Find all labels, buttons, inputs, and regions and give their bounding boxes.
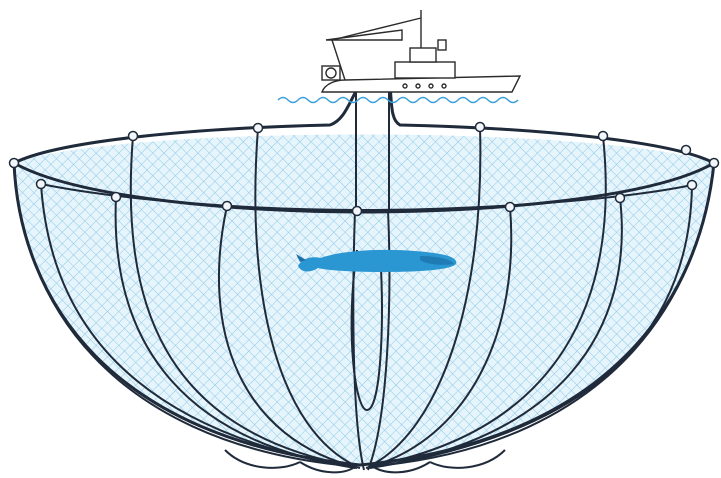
rim-float [682, 146, 691, 155]
water-wave [398, 98, 418, 103]
water-wave [498, 98, 518, 103]
rim-float [112, 193, 121, 202]
water-wave [318, 98, 338, 103]
rim-float [353, 207, 362, 216]
rim-float [710, 159, 719, 168]
boat-funnel [438, 40, 446, 50]
rim-float [599, 132, 608, 141]
water-wave [438, 98, 458, 103]
boat-reel [326, 68, 336, 78]
water-wave [478, 98, 498, 103]
fishing-boat [322, 10, 520, 92]
net-mesh [14, 135, 714, 466]
water-wave [458, 98, 478, 103]
water-wave [418, 98, 438, 103]
net-mesh-pattern [14, 135, 714, 466]
water-wave [358, 98, 378, 103]
porthole [416, 84, 420, 88]
rim-float [37, 180, 46, 189]
water-wave [278, 98, 298, 103]
water-wave [298, 98, 318, 103]
rim-float [129, 132, 138, 141]
boat-cabin [395, 62, 455, 78]
boat-bridge [410, 48, 436, 62]
rim-float [688, 181, 697, 190]
rim-float [254, 124, 263, 133]
water-surface [278, 98, 518, 103]
porthole [429, 84, 433, 88]
rim-float [10, 159, 19, 168]
porthole [403, 84, 407, 88]
porthole [442, 84, 446, 88]
rim-float [223, 202, 232, 211]
rim-float [476, 123, 485, 132]
rim-float [616, 194, 625, 203]
rim-float [506, 203, 515, 212]
